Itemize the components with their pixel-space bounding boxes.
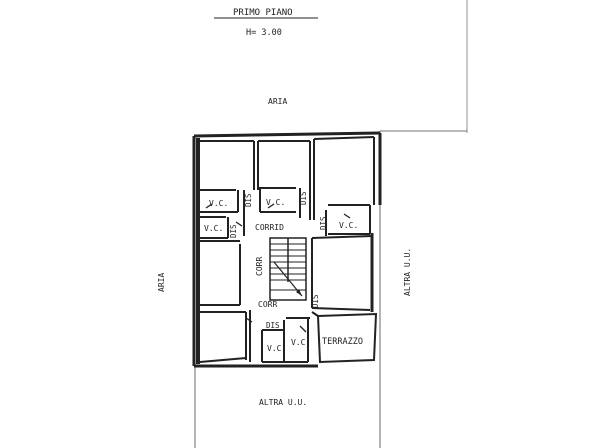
dis-lower-right: DIS (311, 294, 320, 308)
dis-top-middle: DIS (299, 191, 308, 205)
door-marks (205, 203, 351, 333)
dis-bottom: DIS (266, 321, 280, 330)
interior-walls (199, 136, 378, 364)
staircase (269, 237, 307, 301)
floor-height: H= 3.00 (246, 28, 282, 38)
label-aria-top: ARIA (268, 97, 287, 106)
wc-right-upper: V.C. (339, 221, 358, 230)
label-corrid: CORRID (255, 223, 284, 232)
west-wall-fill (196, 138, 200, 364)
label-terrazzo: TERRAZZO (322, 337, 363, 347)
outer-walls (192, 131, 382, 368)
wc-top-middle: V.C. (266, 198, 285, 207)
label-corr-vertical: CORR (255, 257, 264, 276)
dis-left: DIS (229, 224, 238, 238)
floor-title: PRIMO PIANO (233, 8, 293, 18)
wc-left-middle: V.C. (204, 224, 223, 233)
wc-top-left: V.C. (209, 199, 228, 208)
label-aria-left: ARIA (157, 273, 166, 292)
wc-bottom-left: V.C. (267, 344, 286, 353)
wc-bottom-right: V.C. (291, 338, 310, 347)
dis-right: DIS (319, 216, 328, 230)
label-altra-uu-right: ALTRA U.U. (403, 248, 412, 296)
dis-top-left: DIS (244, 193, 253, 207)
label-altra-uu-bottom: ALTRA U.U. (259, 398, 307, 407)
label-corr-lower: CORR (258, 300, 277, 309)
